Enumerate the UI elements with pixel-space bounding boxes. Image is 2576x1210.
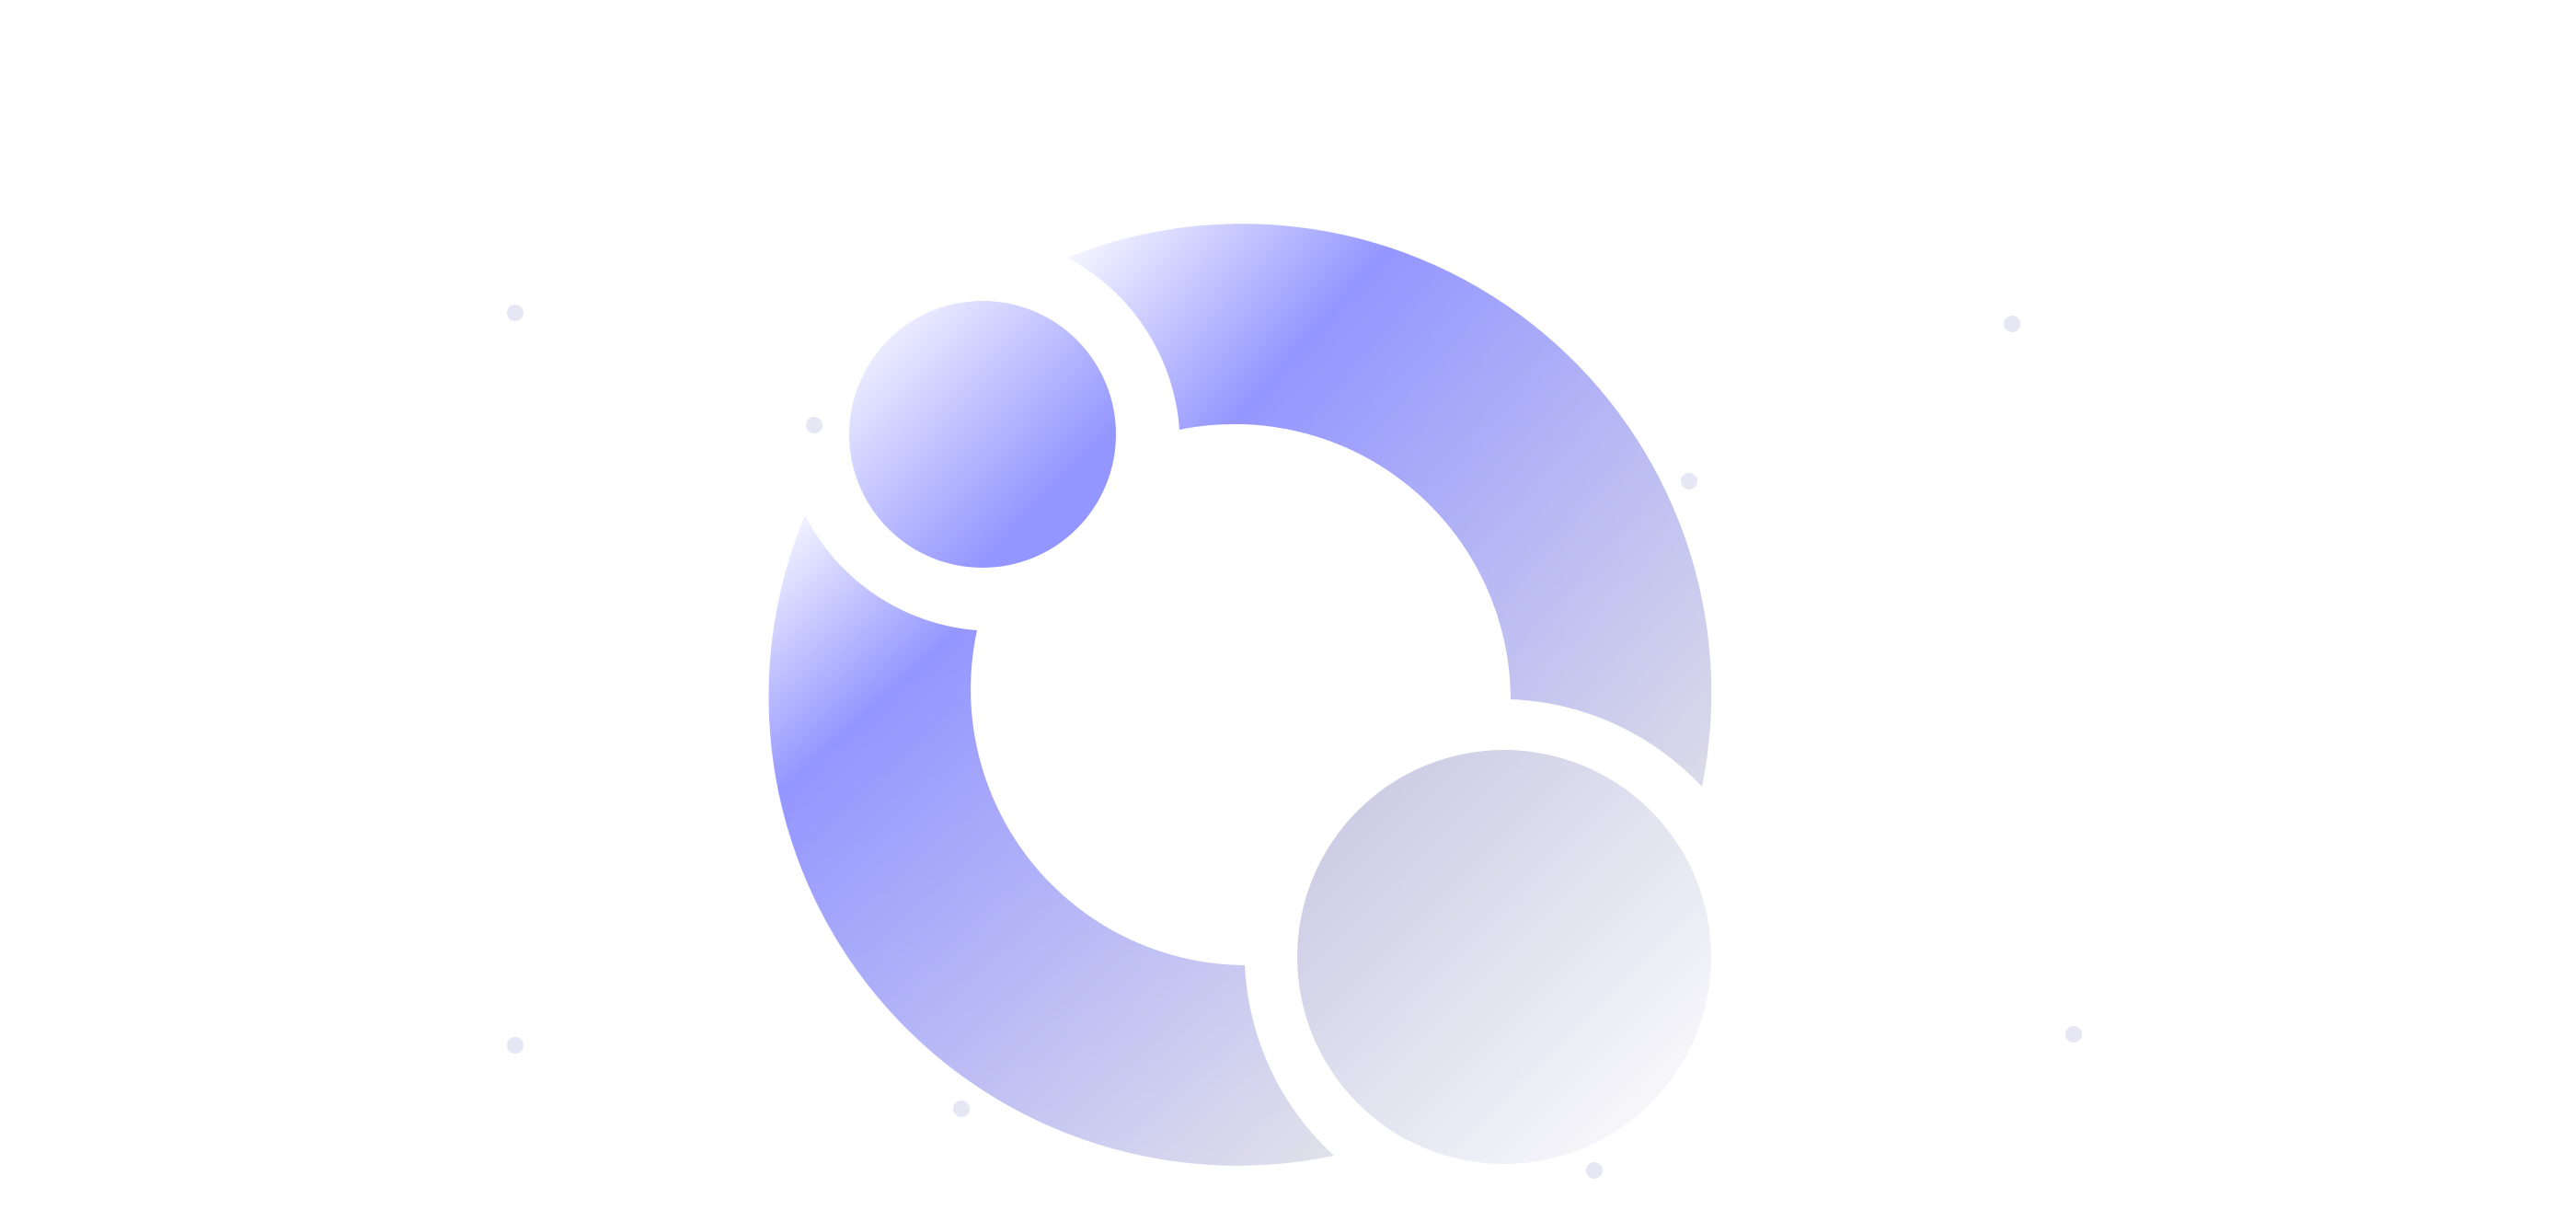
dot — [2004, 316, 2020, 332]
dot — [507, 305, 523, 321]
text-block-bottom-left — [173, 764, 771, 771]
dot — [2065, 1026, 2082, 1043]
text-block-top-right — [1753, 103, 2341, 110]
circle-node-large — [1297, 750, 1711, 1164]
dot — [953, 1101, 970, 1117]
text-block-bottom-right — [1840, 764, 2466, 771]
dot — [806, 417, 822, 433]
decorative-dots — [507, 305, 2082, 1179]
ring-segment-bottom — [768, 515, 1334, 1166]
dot — [507, 1037, 523, 1054]
ring-segment-top — [1067, 224, 1712, 788]
dot — [1681, 473, 1697, 490]
circle-node-small — [849, 301, 1116, 568]
text-block-top-left — [175, 28, 837, 35]
dot — [1586, 1162, 1603, 1179]
